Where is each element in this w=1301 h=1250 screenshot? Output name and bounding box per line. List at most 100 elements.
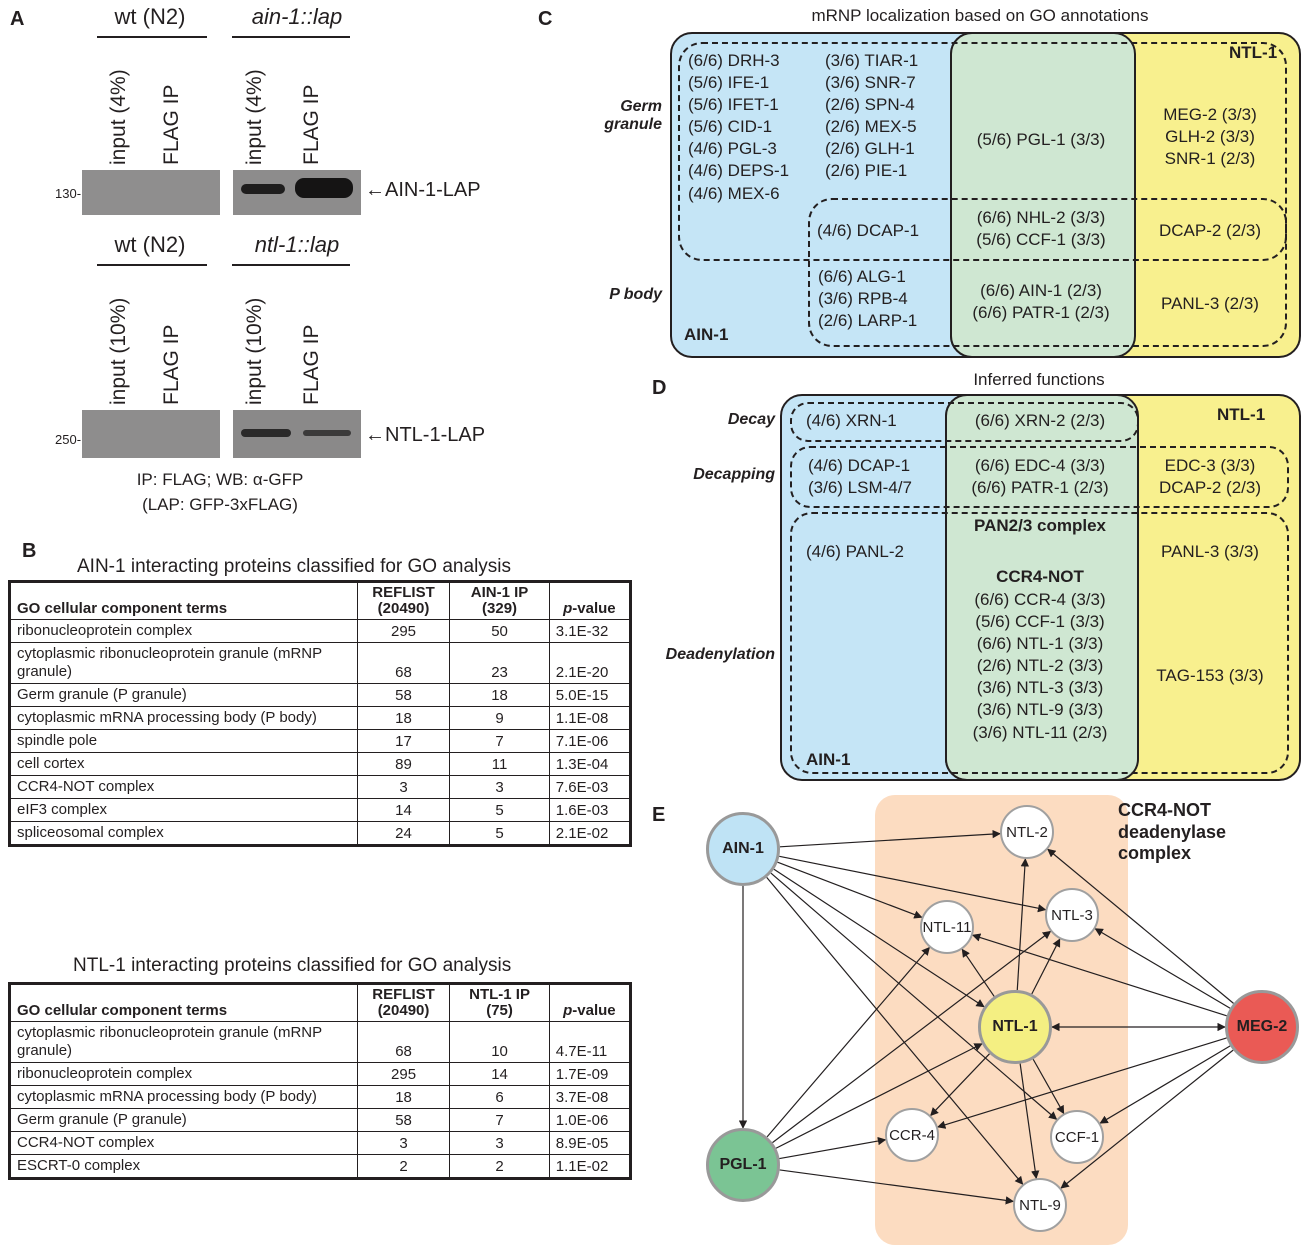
overlap-region — [945, 394, 1139, 781]
mw-marker: 250- — [55, 432, 82, 447]
protein-item: TAG-153 (3/3) — [1156, 666, 1264, 685]
complex-label-line: deadenylase — [1118, 821, 1227, 842]
blot-top-group1-header: wt (N2) — [95, 4, 205, 30]
table-cell: 5 — [449, 820, 550, 846]
node-ain1: AIN-1 — [706, 812, 780, 886]
table-cell: 68 — [356, 1020, 451, 1063]
table-cell: 24 — [356, 820, 451, 846]
table-cell: cytoplasmic mRNA processing body (P body… — [9, 1084, 358, 1109]
protein-item: PANL-3 (3/3) — [1161, 542, 1259, 561]
ntl1-label: NTL-1 — [1217, 405, 1266, 424]
protein-item: (6/6) EDC-4 (3/3) — [974, 456, 1106, 475]
blot-bottom-wt — [82, 410, 220, 458]
pan23-header: PAN2/3 complex — [974, 516, 1106, 535]
edge-ain1-ntl2 — [779, 829, 1001, 848]
col-header: NTL-1 IP (75) — [449, 983, 550, 1022]
c-col1: (6/6) DRH-3 (5/6) IFE-1 (5/6) IFET-1 (5/… — [688, 50, 789, 205]
edge-ntl1-ntl3 — [1031, 938, 1061, 995]
d-decap-mid: (6/6) EDC-4 (3/3) (6/6) PATR-1 (2/3) — [950, 455, 1130, 499]
edge-pgl1-ntl3 — [772, 930, 1052, 1144]
protein-item: (6/6) PATR-1 (2/3) — [971, 478, 1109, 498]
node-ntl11: NTL-11 — [920, 900, 974, 954]
panel-d-letter: D — [652, 377, 667, 399]
col-header: p-value — [548, 581, 632, 620]
edge-ain1-ccf1 — [770, 872, 1058, 1120]
protein-item: (5/6) IFET-1 — [688, 95, 779, 115]
go-table-ntl1: GO cellular component terms REFLIST (204… — [8, 982, 632, 1180]
decapping-dashbox — [790, 446, 1289, 508]
edge-ntl1-ntl9 — [1019, 1063, 1040, 1180]
protein-item: (6/6) ALG-1 — [818, 267, 906, 286]
protein-item: (6/6) DRH-3 — [688, 51, 780, 70]
c-mid-both: (6/6) NHL-2 (3/3) (5/6) CCF-1 (3/3) — [952, 207, 1130, 251]
node-ccr4: CCR-4 — [885, 1108, 939, 1162]
table-cell: 2 — [356, 1153, 451, 1179]
header-underline — [232, 264, 350, 266]
band — [303, 430, 351, 436]
node-ntl3: NTL-3 — [1045, 888, 1099, 942]
row-label-deadenylation: Deadenylation — [665, 646, 775, 663]
table-cell: 18 — [356, 1084, 451, 1109]
col-header: p-value — [548, 983, 632, 1022]
germ-granule-dashbox — [678, 42, 1287, 261]
panel-d-title: Inferred functions — [973, 370, 1105, 389]
col-header: AIN-1 IP (329) — [449, 581, 550, 620]
blot-top-ain1 — [233, 170, 361, 215]
node-ccf1: CCF-1 — [1050, 1110, 1104, 1164]
edge-pgl1-ntl1 — [775, 1043, 983, 1149]
table-cell: Germ granule (P granule) — [9, 1107, 358, 1132]
c-col2: (3/6) TIAR-1 (3/6) SNR-7 (2/6) SPN-4 (2/… — [825, 50, 918, 183]
col-header: GO cellular component terms — [9, 581, 358, 620]
table-cell: CCR4-NOT complex — [9, 774, 358, 799]
blot-caption-line2: (LAP: GFP-3xFLAG) — [142, 495, 298, 514]
table-cell: 2.1E-02 — [548, 820, 632, 846]
protein-item: (4/6) MEX-6 — [688, 183, 780, 203]
table-cell: ribonucleoprotein complex — [9, 618, 358, 643]
table-cell: 7 — [449, 728, 550, 753]
table-cell: 58 — [356, 682, 451, 707]
c-mid-pbody: (6/6) AIN-1 (2/3) (6/6) PATR-1 (2/3) — [952, 280, 1130, 324]
ain1-label: AIN-1 — [806, 750, 851, 769]
edge-ntl1-ntl2 — [1016, 858, 1030, 991]
header-underline — [97, 264, 207, 266]
protein-item: (6/6) PATR-1 (2/3) — [972, 303, 1110, 323]
c-col2-pbody: (6/6) ALG-1 (3/6) RPB-4 (2/6) LARP-1 — [818, 266, 917, 332]
blot-caption-line1: IP: FLAG; WB: α-GFP — [136, 470, 304, 489]
edge-ain1-ntl3 — [779, 855, 1047, 913]
blot-top-group2-header: ain-1::lap — [251, 4, 343, 29]
edge-pgl1-ntl9 — [779, 1169, 1015, 1205]
protein-item: (3/6) LSM-4/7 — [808, 478, 912, 498]
panel-b-letter: B — [22, 540, 37, 562]
edge-ain1-ntl11 — [777, 861, 923, 919]
header-underline — [232, 36, 350, 38]
protein-item: (5/6) CCF-1 (3/3) — [975, 612, 1105, 632]
edge-pgl1-ccr4 — [779, 1136, 887, 1160]
table-cell: 3.1E-32 — [548, 618, 632, 643]
overlap-region — [950, 32, 1136, 358]
d-decap-left: (4/6) DCAP-1 (3/6) LSM-4/7 — [808, 455, 912, 499]
edge-ntl1-ccf1 — [1032, 1058, 1065, 1115]
protein-item: (3/6) RPB-4 — [818, 289, 908, 309]
pbody-dashbox — [808, 198, 1287, 347]
edge-meg2-ntl9 — [1060, 1049, 1234, 1189]
table-cell: 7 — [449, 1107, 550, 1132]
protein-item: DCAP-2 (2/3) — [1158, 478, 1262, 498]
table-cell: 5 — [449, 797, 550, 822]
band — [241, 184, 285, 194]
protein-item: (5/6) CID-1 — [688, 117, 773, 137]
protein-item: SNR-1 (2/3) — [1164, 149, 1256, 169]
col-header: REFLIST (20490) — [356, 581, 451, 620]
table-cell: 1.0E-06 — [548, 1107, 632, 1132]
ccr4not-header: CCR4-NOT — [996, 567, 1084, 586]
protein-item: (2/6) MEX-5 — [825, 117, 917, 137]
table-cell: 2.1E-20 — [548, 641, 632, 684]
table-cell: 3 — [449, 1130, 550, 1155]
edge-meg2-ntl11 — [971, 933, 1227, 1017]
complex-label: CCR4-NOT deadenylase complex — [1118, 800, 1226, 865]
protein-item: (5/6) CCF-1 (3/3) — [976, 230, 1106, 250]
panel-c-title: mRNP localization based on GO annotation… — [811, 6, 1149, 25]
